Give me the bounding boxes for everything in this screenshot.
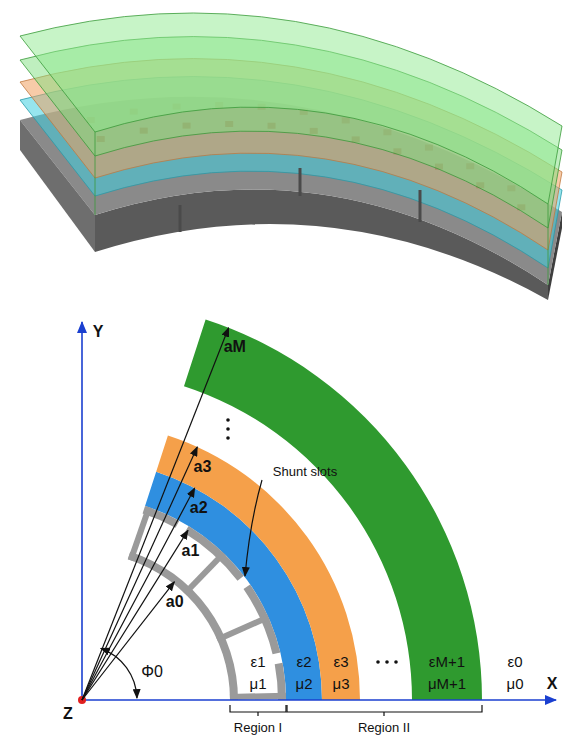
y-axis	[81, 322, 83, 700]
radial-rib	[217, 617, 268, 640]
material-label: μ2	[296, 676, 313, 693]
layer-edge	[95, 132, 96, 215]
radius-label: a0	[166, 594, 184, 612]
radius-label: a2	[190, 500, 208, 518]
material-label: ε3	[333, 654, 348, 671]
radius-label: a1	[182, 542, 200, 560]
material-label: εM+1	[429, 654, 465, 671]
material-label: ε1	[250, 654, 265, 671]
radius-vector	[82, 530, 188, 700]
radius-label: aM	[224, 339, 246, 357]
material-label: μ1	[250, 676, 267, 693]
ellipsis-dot	[226, 418, 230, 422]
material-label: μ0	[507, 676, 524, 693]
region-bracket	[287, 705, 482, 716]
dielectric-band-m	[184, 320, 482, 700]
material-label: ε2	[296, 654, 311, 671]
radial-rib	[230, 696, 286, 697]
ellipsis-dot	[226, 436, 230, 440]
angle-label: Φ0	[141, 663, 163, 681]
dielectric-band-3	[156, 436, 360, 700]
radius-label: a3	[194, 458, 212, 476]
region-bracket	[230, 705, 286, 716]
layered-cylinder-render	[20, 13, 562, 300]
region-label: Region I	[234, 721, 282, 735]
radius-vector	[82, 328, 229, 700]
radius-vector	[82, 488, 195, 700]
radius-vector	[82, 582, 174, 700]
leader-line	[245, 480, 262, 576]
radial-rib	[185, 553, 224, 593]
material-label: μM+1	[428, 676, 466, 693]
radius-vector	[82, 447, 197, 700]
ellipsis-dot	[385, 660, 389, 664]
region-label: Region II	[358, 721, 410, 735]
ellipsis-dot	[376, 660, 380, 664]
rib-edge	[180, 168, 420, 232]
axis-label: X	[547, 675, 558, 693]
layer-edge	[548, 204, 549, 285]
cross-section	[78, 320, 556, 716]
dielectric-layer-m	[20, 13, 562, 204]
axis-label: Z	[63, 705, 73, 723]
inner-wall	[128, 552, 238, 700]
material-label: μ3	[333, 676, 350, 693]
x-axis	[82, 699, 556, 701]
material-label: ε0	[507, 654, 522, 671]
axis-label: Y	[93, 323, 104, 341]
callout-label: Shunt slots	[273, 465, 337, 479]
ellipsis-dot	[394, 660, 398, 664]
ellipsis-dot	[226, 427, 230, 431]
angle-arc	[101, 648, 137, 698]
